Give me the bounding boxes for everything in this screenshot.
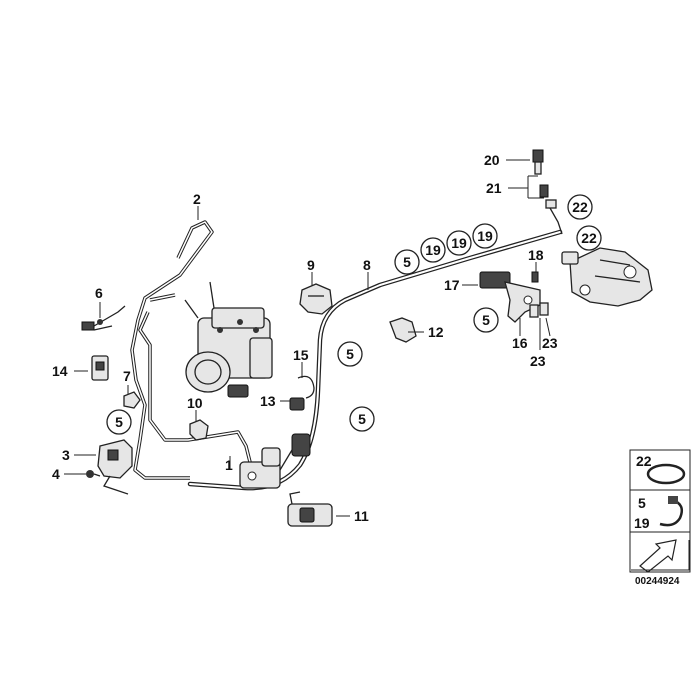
label-4: 4	[52, 466, 60, 482]
washer-icon	[646, 463, 686, 485]
label-3: 3	[62, 447, 70, 463]
label-2: 2	[193, 191, 201, 207]
abs-unit	[184, 281, 273, 398]
legend-5: 5	[638, 495, 646, 511]
bracket-16-17	[479, 271, 549, 323]
legend-panel: 22 5 19 00244924	[629, 449, 691, 587]
label-11: 11	[354, 508, 369, 524]
label-23a: 23	[542, 335, 558, 351]
brake-pipe-2	[130, 220, 214, 480]
label-5-circled-a: 5	[115, 414, 123, 430]
label-9: 9	[307, 257, 315, 273]
clip-7	[123, 391, 141, 409]
clip-10	[189, 419, 209, 441]
label-16: 16	[512, 335, 528, 351]
banjo-bolt-20	[532, 149, 544, 175]
label-10: 10	[187, 395, 203, 411]
callout-circles	[106, 194, 602, 435]
label-19-circled-c: 19	[477, 228, 493, 244]
clip-13-15	[289, 375, 315, 411]
label-18: 18	[528, 247, 544, 263]
label-19-circled-a: 19	[425, 242, 441, 258]
label-22-circled-a: 22	[572, 199, 588, 215]
label-14: 14	[52, 363, 68, 379]
label-5-circled-e: 5	[482, 312, 490, 328]
label-5-circled-d: 5	[403, 254, 411, 270]
label-1: 1	[225, 457, 233, 473]
direction-arrow-icon	[639, 539, 677, 573]
brake-caliper	[561, 247, 653, 307]
cable-tie-6	[81, 305, 126, 331]
legend-19: 19	[634, 515, 650, 531]
clip-12	[389, 317, 417, 343]
label-8: 8	[363, 257, 371, 273]
leader-lines	[64, 159, 551, 517]
label-12: 12	[428, 324, 444, 340]
brake-pipe-secondary	[138, 293, 252, 463]
label-21: 21	[486, 180, 502, 196]
legend-22: 22	[636, 453, 652, 469]
pressure-switch-11	[287, 491, 333, 527]
sensor-3	[97, 439, 133, 495]
label-5-circled-c: 5	[358, 411, 366, 427]
hose-clip-icon	[659, 498, 683, 527]
clip-9	[299, 283, 333, 315]
screw-4	[86, 470, 101, 478]
label-17: 17	[444, 277, 460, 293]
document-id: 00244924	[635, 576, 680, 587]
label-22-circled-b: 22	[581, 230, 597, 246]
label-13: 13	[260, 393, 276, 409]
master-cylinder-1	[239, 433, 311, 489]
fittings-21	[539, 184, 563, 235]
label-23b: 23	[530, 353, 546, 369]
label-20: 20	[484, 152, 500, 168]
clip-14	[91, 355, 109, 381]
label-15: 15	[293, 347, 309, 363]
label-6: 6	[95, 285, 103, 301]
label-5-circled-b: 5	[346, 346, 354, 362]
label-19-circled-b: 19	[451, 235, 467, 251]
hose-clip-head-icon	[668, 496, 678, 504]
label-7: 7	[123, 368, 131, 384]
